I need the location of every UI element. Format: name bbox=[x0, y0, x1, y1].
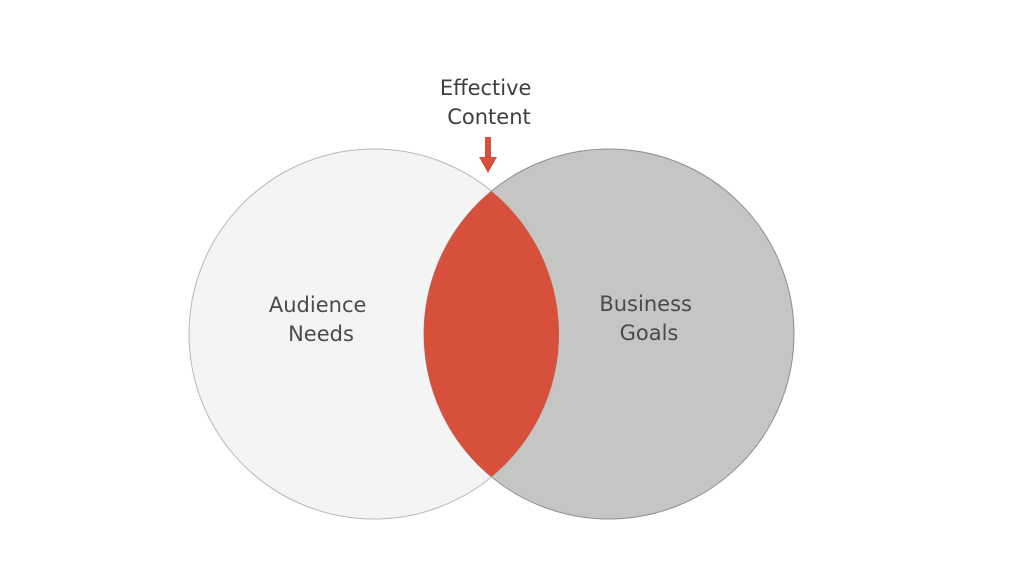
effective-content-label-line-1: Effective bbox=[440, 76, 532, 100]
business-goals-label-line-1: Business bbox=[599, 292, 692, 316]
down-arrow-shaft bbox=[485, 137, 491, 159]
down-arrow-head bbox=[479, 157, 497, 173]
effective-content-label: Effective Content bbox=[440, 76, 538, 129]
audience-needs-label-line-2: Needs bbox=[288, 322, 354, 346]
audience-needs-label-line-1: Audience bbox=[269, 293, 367, 317]
down-arrow-icon bbox=[479, 137, 497, 173]
business-goals-label-line-2: Goals bbox=[620, 321, 679, 345]
effective-content-intersection bbox=[424, 149, 559, 519]
business-goals-label: Business Goals bbox=[599, 292, 698, 345]
audience-needs-label: Audience Needs bbox=[269, 293, 373, 346]
effective-content-label-line-2: Content bbox=[447, 105, 531, 129]
